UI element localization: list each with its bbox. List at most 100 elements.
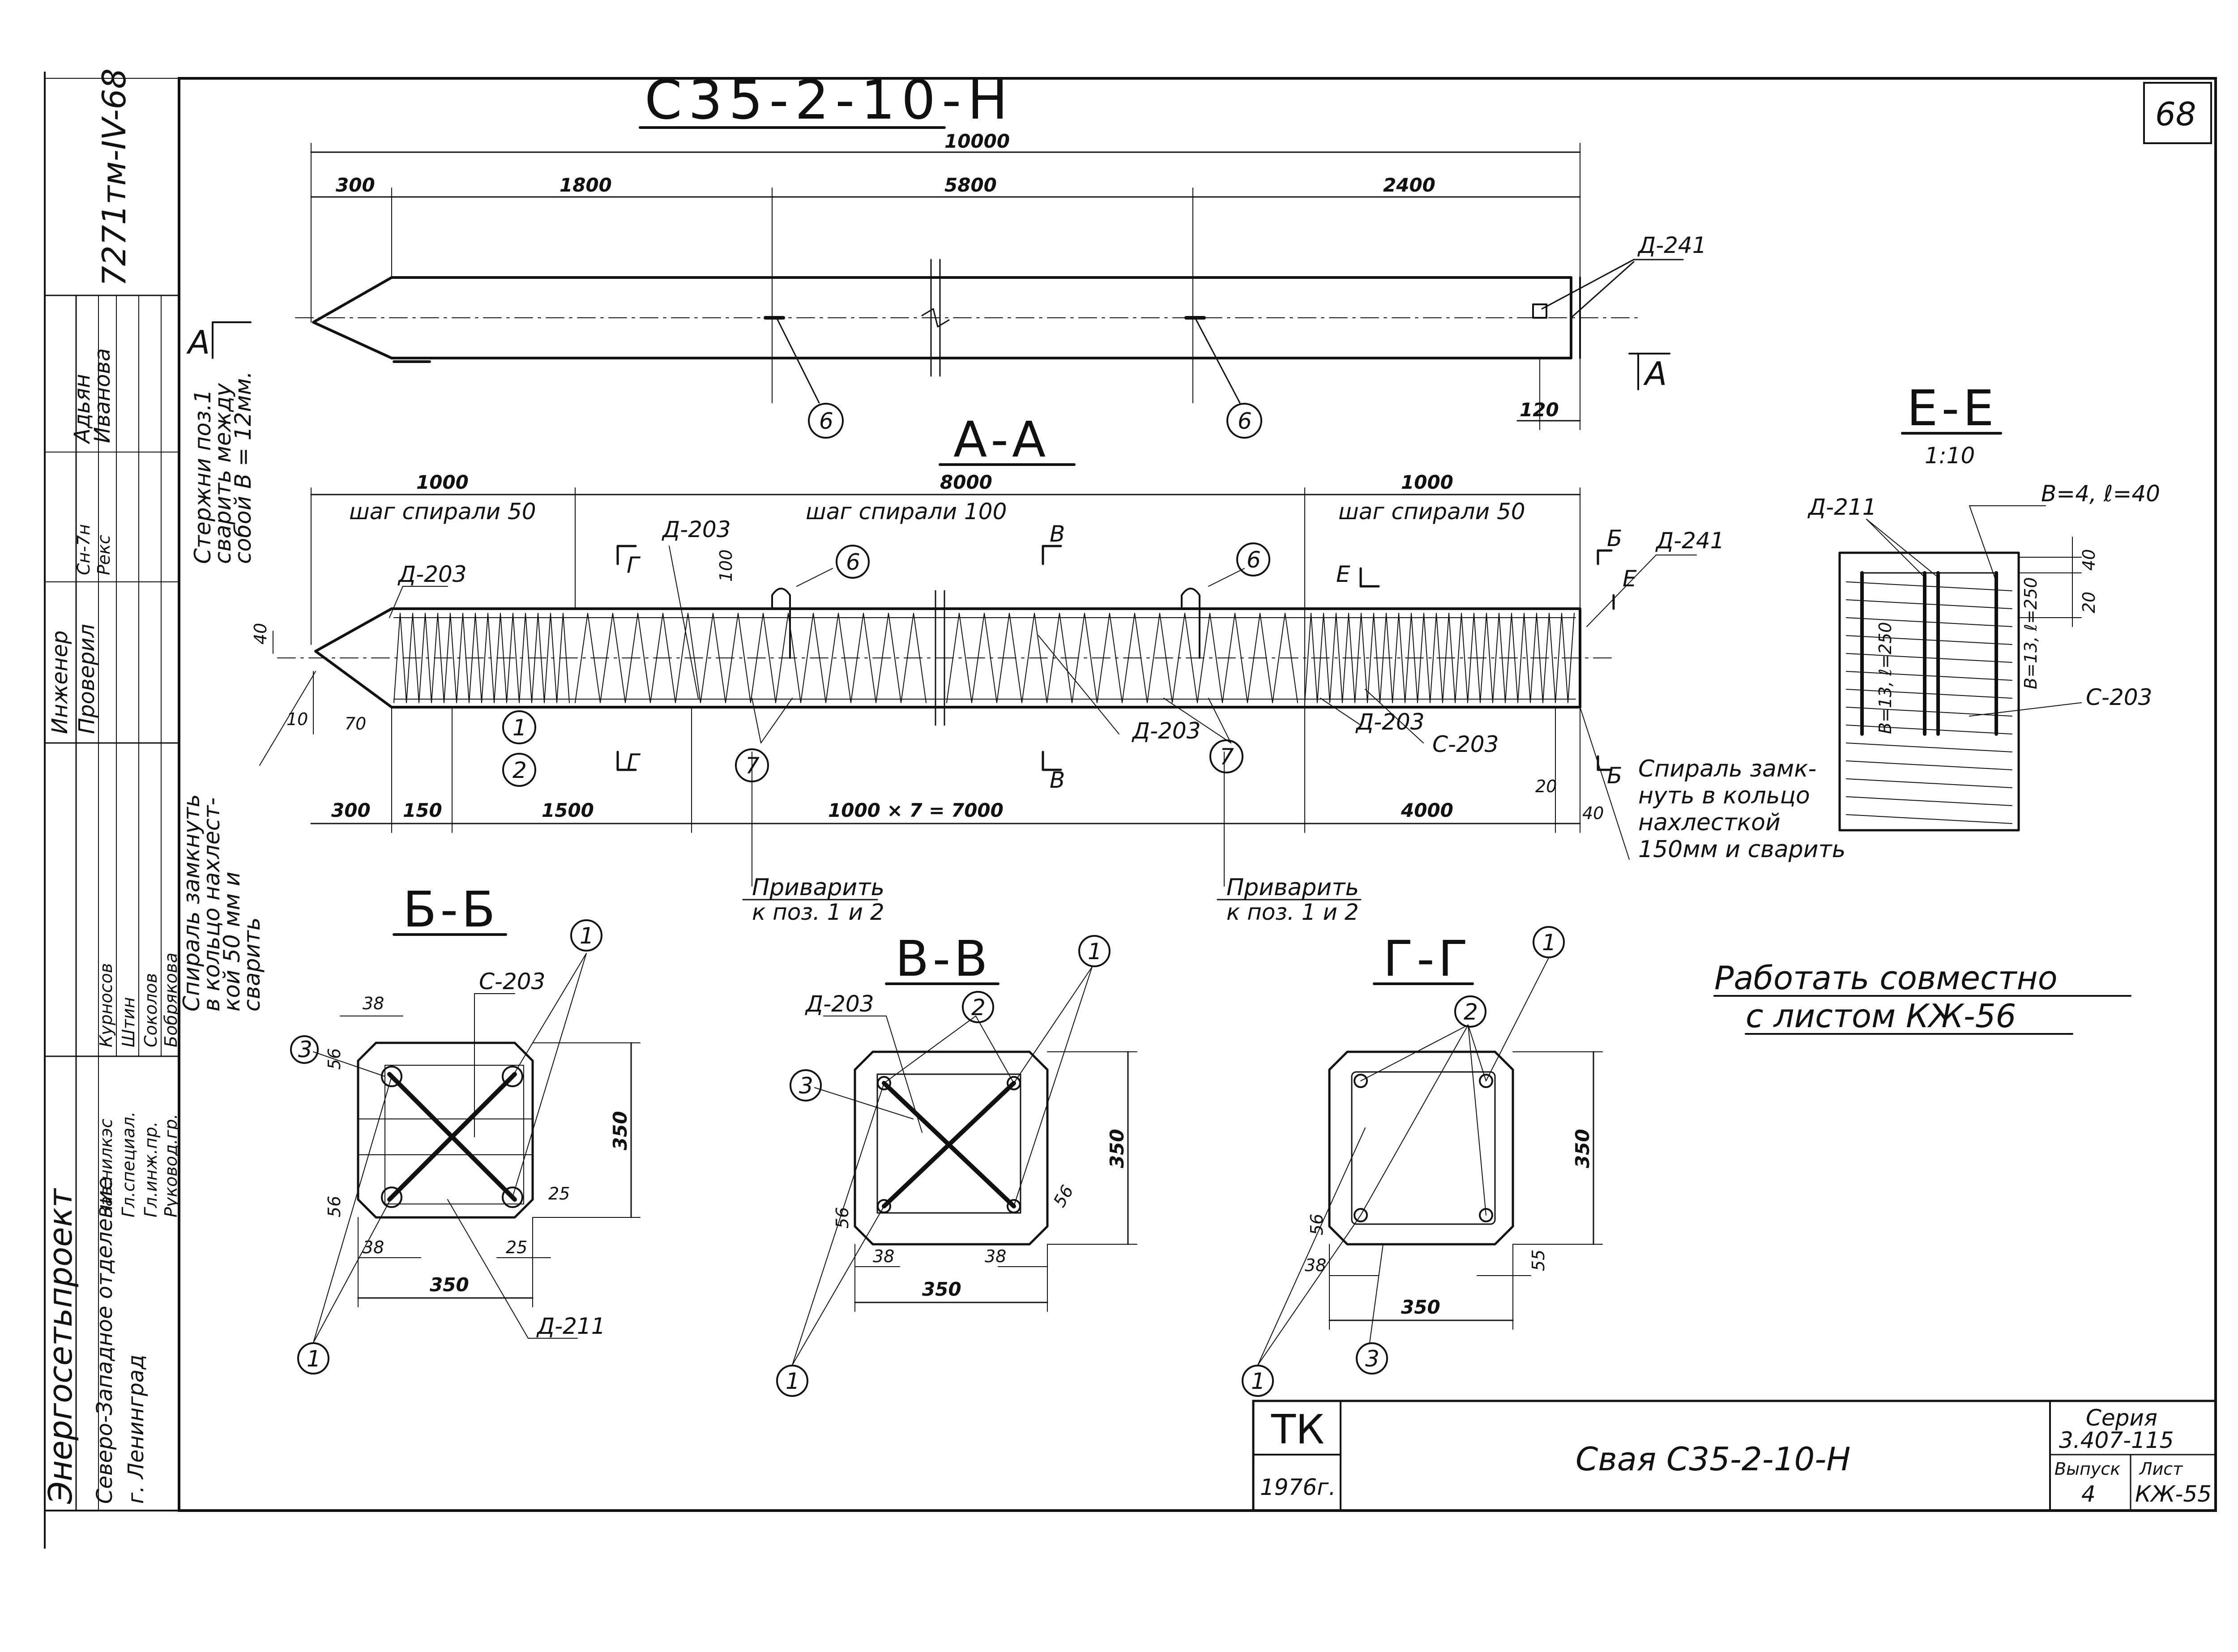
stamp-sign-2: Рекс — [94, 535, 114, 575]
gg-d55: 55 — [1529, 1250, 1548, 1271]
tb-year: 1976г. — [1260, 1474, 1336, 1500]
aa-c203-bot: С-203 — [1432, 731, 1499, 757]
bb-pos-1-bot: 1 — [307, 1346, 321, 1372]
aa-cut-b-bot: Б — [1607, 763, 1622, 789]
section-bb-texts: 38 56 С-203 56 38 25 25 350 350 Д-211 3 … — [298, 923, 631, 1372]
vv-d203: Д-203 — [805, 991, 874, 1017]
section-bb-drawing — [290, 919, 641, 1375]
tb-sheet: КЖ-55 — [2135, 1481, 2212, 1507]
elevation-texts: 10000 300 1800 5800 2400 Д-241 120 А А 6… — [186, 130, 1707, 434]
section-aa-title: А-А — [953, 411, 1049, 468]
side-note-bot-1: Спираль замкнуть — [179, 794, 205, 1012]
stamp-sign-1: Сн-7н — [74, 524, 94, 575]
title-block — [1252, 1400, 2217, 1512]
gg-pos-3: 3 — [1365, 1346, 1380, 1372]
org-name: Энергосетьпроект — [42, 1188, 79, 1504]
aa-cut-g-top: Г — [627, 552, 641, 578]
stamp-role-2: Проверил — [74, 624, 99, 734]
aa-pos-7a: 7 — [745, 753, 760, 779]
tb-series-label: Серия — [2086, 1405, 2157, 1431]
aa-bot-dim-3: 1500 — [542, 799, 594, 821]
dim-end: 120 — [1520, 399, 1559, 421]
work-together-line1: Работать совместно — [1714, 959, 2058, 997]
stamp-name-2: Иванова — [90, 348, 115, 443]
aa-bot-dim-2: 150 — [403, 799, 442, 821]
stamp-name-1: Адьян — [70, 374, 95, 444]
vv-pos-1-top: 1 — [1088, 939, 1102, 965]
stamp-low-role-4: Руковод.гр. — [161, 1114, 181, 1217]
aa-top-dim-1: 1000 — [416, 471, 469, 493]
loop-label: Д-241 — [1637, 232, 1707, 258]
gg-d350-w: 350 — [1401, 1296, 1440, 1318]
aa-top-dim-2: 8000 — [940, 471, 992, 493]
tb-name: Свая С35-2-10-Н — [1576, 1440, 1850, 1478]
aa-cut-v-top: В — [1050, 521, 1065, 547]
dim-overall: 10000 — [944, 130, 1010, 152]
tb-issue-label: Выпуск — [2054, 1459, 2120, 1479]
aa-dim-40: 40 — [251, 623, 270, 645]
aa-dim-70: 70 — [345, 714, 366, 734]
bb-d350-h: 350 — [609, 1111, 631, 1150]
gg-pos-2: 2 — [1464, 999, 1478, 1025]
section-vv-texts: Д-203 56 38 38 56 350 350 2 1 3 1 — [786, 939, 1128, 1394]
aa-pos-6b: 6 — [1247, 547, 1261, 573]
vv-d56-r: 56 — [1050, 1182, 1077, 1211]
vv-d38-l: 38 — [873, 1246, 894, 1266]
tb-tk: ТК — [1271, 1406, 1324, 1453]
aa-d203-mid: Д-203 — [662, 517, 731, 542]
spiral-note-4: 150мм и сварить — [1638, 836, 1845, 863]
ee-inner-right: В=13, ℓ=250 — [2021, 577, 2041, 690]
spiral-note-1: Спираль замк- — [1638, 756, 1816, 782]
bb-d38: 38 — [363, 994, 384, 1013]
aa-d203-bot1: Д-203 — [1132, 718, 1201, 744]
side-note-top-3: собой В = 12мм. — [230, 371, 256, 564]
section-ee-texts: Д-211 В=4, ℓ=40 С-203 40 20 В=13, ℓ=250 … — [1807, 481, 2160, 734]
aa-cut-e-right: Е — [1623, 566, 1637, 592]
section-vv-title: В-В — [895, 930, 991, 987]
section-gg-texts: 56 38 55 350 350 2 1 1 3 — [1251, 930, 1593, 1394]
bb-d211: Д-211 — [536, 1313, 606, 1339]
aa-pos-2: 2 — [513, 757, 527, 783]
aa-d203-left: Д-203 — [397, 561, 467, 587]
stamp-low-role-1: Зав.нилкэс — [96, 1118, 116, 1217]
tb-issue: 4 — [2081, 1481, 2096, 1507]
bb-d350-w: 350 — [430, 1274, 469, 1296]
bb-pos-3: 3 — [298, 1037, 312, 1063]
org-city: г. Ленинград — [124, 1354, 149, 1504]
vv-d38-r: 38 — [985, 1246, 1006, 1266]
sheet-corner-number: 68 — [2155, 95, 2196, 133]
vv-d350-w: 350 — [922, 1278, 961, 1300]
aa-pos-7b: 7 — [1220, 744, 1234, 770]
marker-a-right: А — [1643, 355, 1667, 393]
vv-pos-2: 2 — [971, 995, 986, 1020]
aa-pos-1: 1 — [513, 715, 527, 741]
stamp-low-name-4: Бобрякова — [161, 952, 181, 1047]
dim-seg-3: 5800 — [944, 174, 997, 196]
gg-pos-1-bot: 1 — [1251, 1368, 1265, 1394]
bb-d56-top: 56 — [325, 1048, 344, 1070]
aa-dim-40b: 40 — [1582, 803, 1604, 823]
side-note-top-1: Стержни поз.1 — [190, 389, 216, 564]
vv-pos-3: 3 — [799, 1073, 813, 1099]
aa-bot-dim-4: 1000 × 7 = 7000 — [828, 799, 1004, 821]
side-note-top-2: сварить между — [210, 383, 236, 564]
side-stamp — [45, 295, 179, 1511]
bb-d38-bot: 38 — [363, 1238, 384, 1257]
gg-pos-1-top: 1 — [1542, 930, 1556, 956]
gg-d38: 38 — [1305, 1255, 1326, 1275]
aa-d241-right: Д-241 — [1655, 528, 1725, 554]
section-vv-drawing — [776, 935, 1137, 1397]
side-note-bot-4: сварить — [239, 918, 265, 1012]
weld-note-2b: к поз. 1 и 2 — [1226, 899, 1359, 925]
bb-d25-bot: 25 — [506, 1238, 527, 1257]
spiral-note-3: нахлесткой — [1638, 809, 1781, 836]
aa-dim-100: 100 — [716, 549, 736, 582]
weld-note-1a: Приварить — [752, 874, 884, 901]
section-aa-texts: 1000 8000 1000 шаг спирали 50 шаг спирал… — [179, 371, 1845, 1012]
section-aa-drawing — [259, 487, 1697, 901]
bb-d56-bot: 56 — [325, 1196, 344, 1217]
ee-weld-spec: В=4, ℓ=40 — [2041, 481, 2160, 507]
drawing-title: С35-2-10-Н — [645, 69, 1014, 132]
dim-seg-1: 300 — [336, 174, 375, 196]
